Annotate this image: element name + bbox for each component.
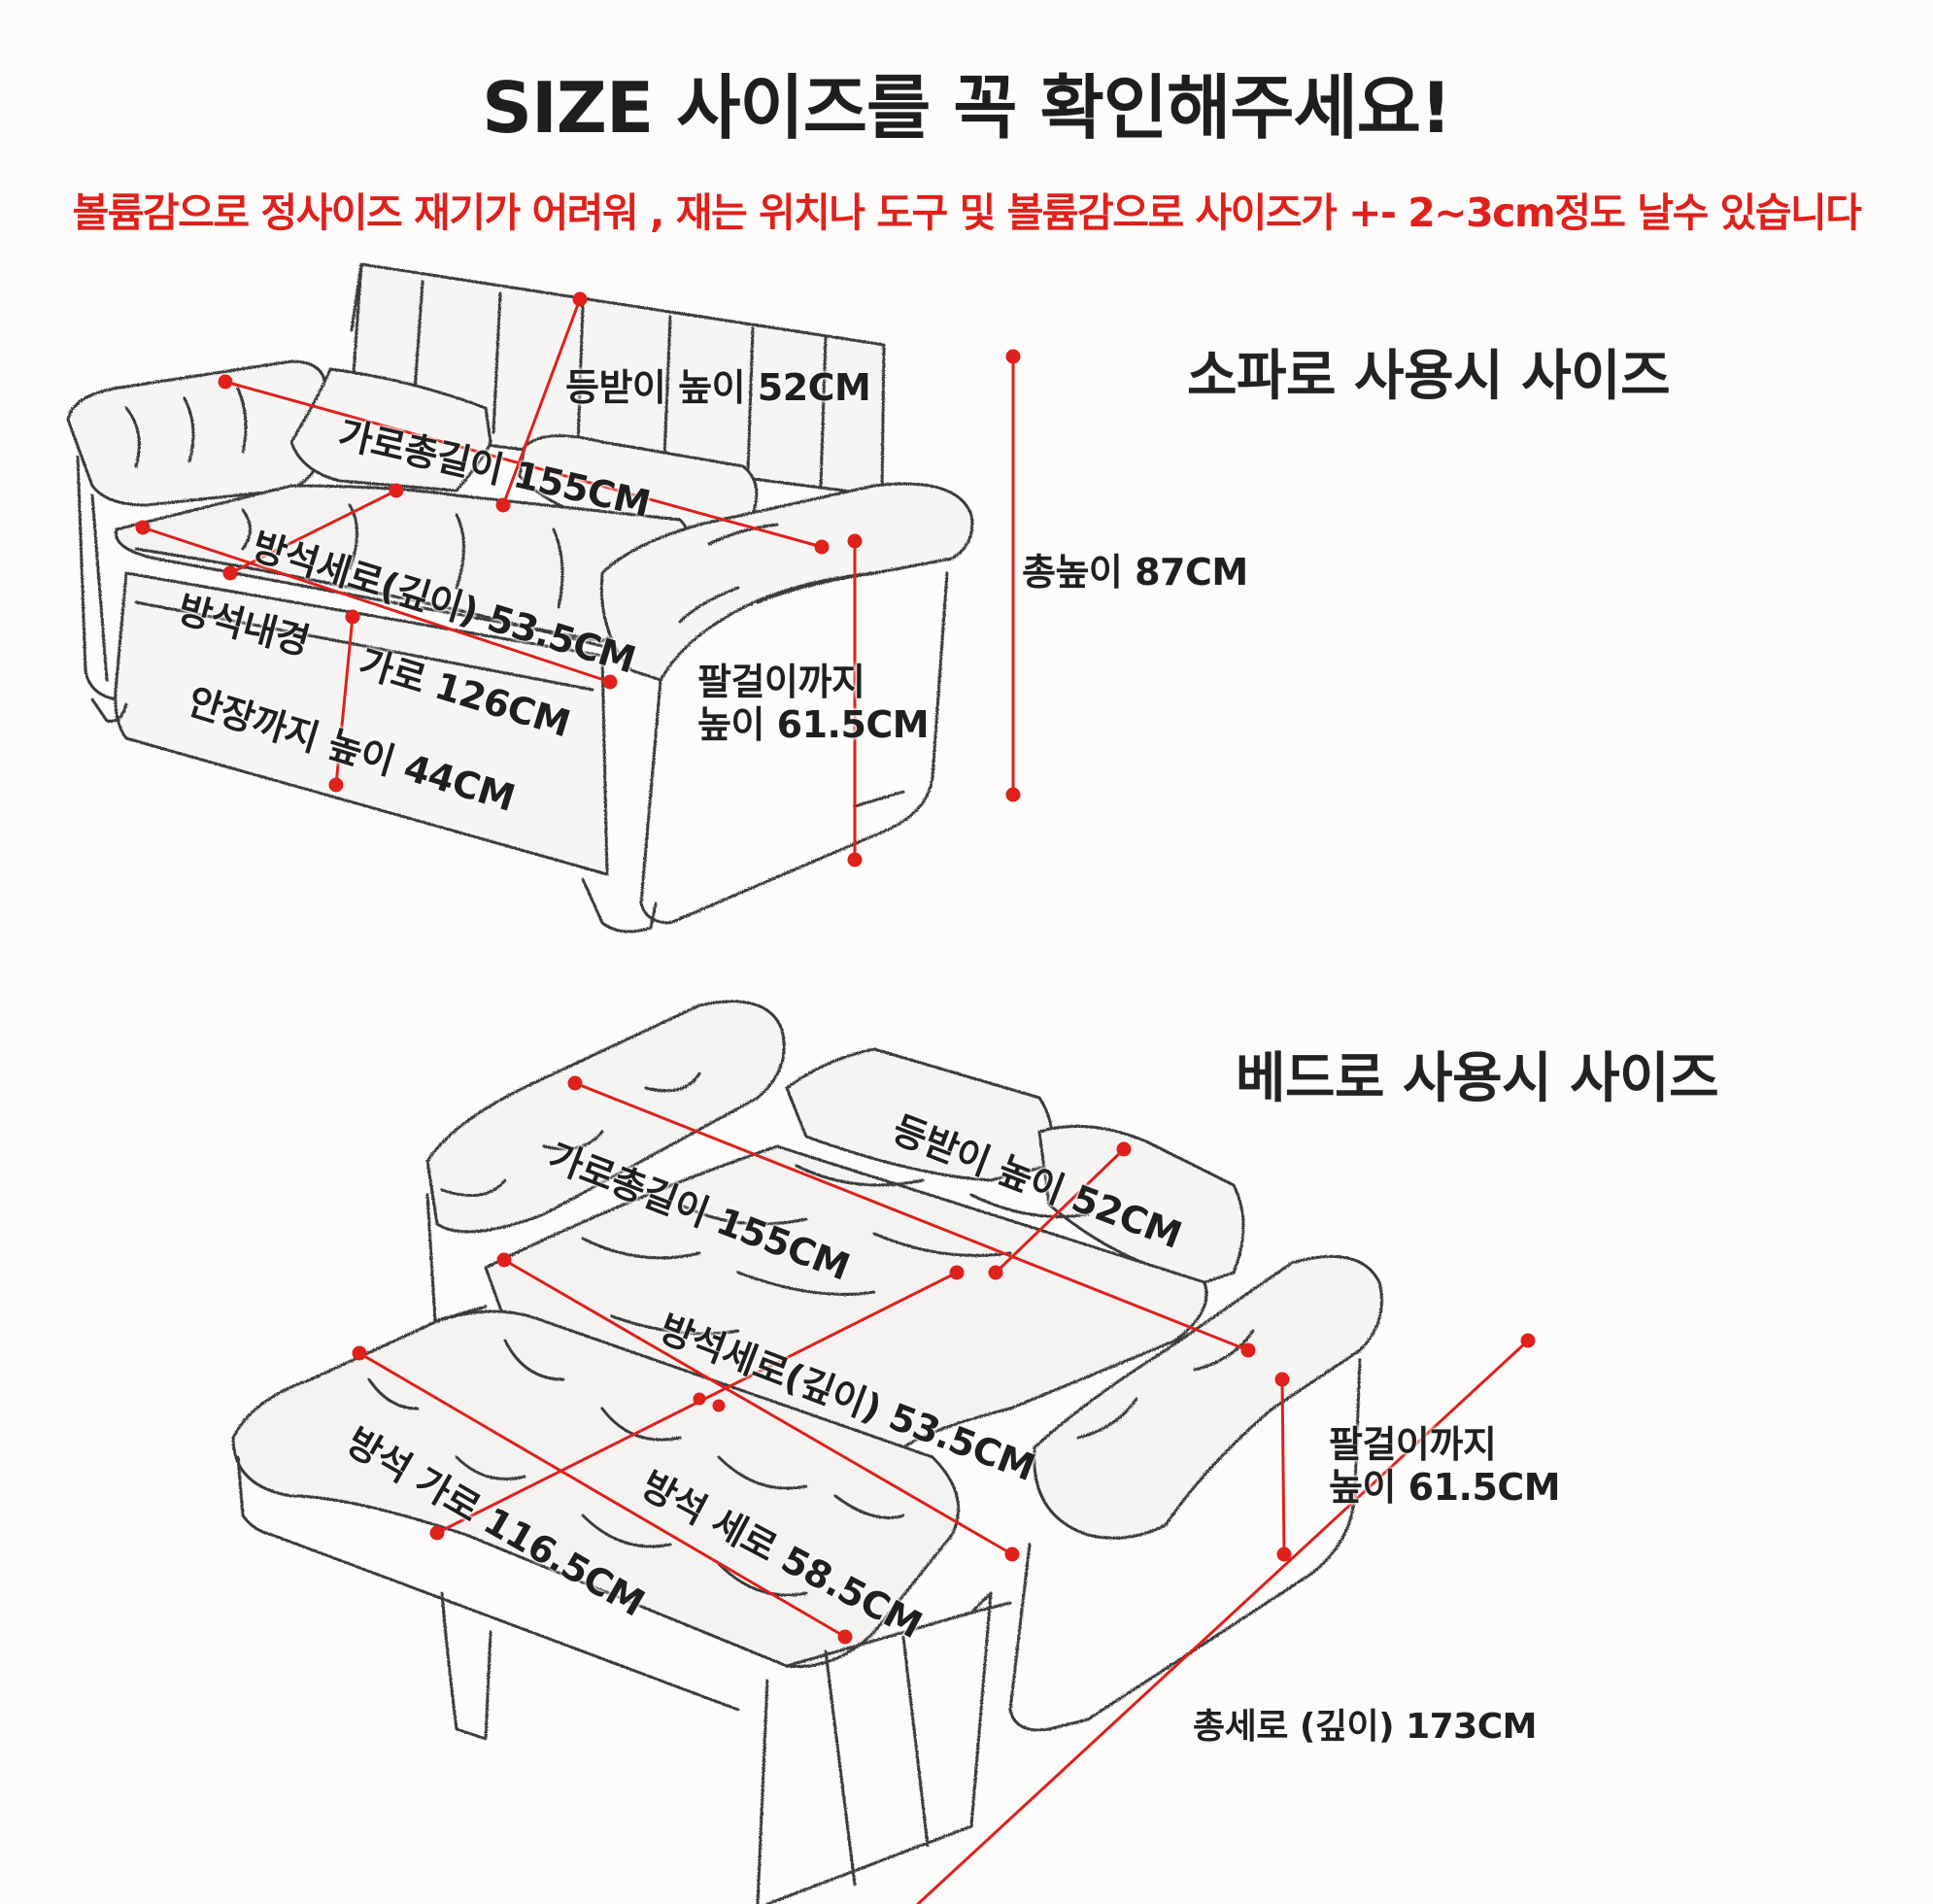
sofa-arm-height-line2: 높이 61.5CM: [697, 703, 930, 746]
sofa-arm-height-line1: 팔걸이까지: [697, 661, 865, 703]
bed-section-title: 베드로 사용시 사이즈: [1236, 1047, 1719, 1110]
bed-arm-height-line2: 높이 61.5CM: [1329, 1466, 1561, 1509]
sofa-back-height-label: 등받이 높이 52CM: [565, 366, 871, 409]
page-title: SIZE 사이즈를 꼭 확인해주세요!: [482, 67, 1452, 149]
bed-arm-height-label: 팔걸이까지 높이 61.5CM: [1329, 1423, 1561, 1509]
size-tolerance-notice: 볼륨감으로 정사이즈 재기가 어려워 , 재는 위치나 도구 및 볼륨감으로 사…: [72, 189, 1862, 236]
sofa-sketch: [66, 262, 974, 934]
measure-lines: [135, 291, 1536, 1904]
sofa-section-title: 소파로 사용시 사이즈: [1187, 345, 1671, 408]
sofa-arm-height-label: 팔걸이까지 높이 61.5CM: [697, 661, 930, 746]
bed-total-depth-label: 총세로 (깊이) 173CM: [1193, 1707, 1537, 1747]
bed-sketch: [231, 1000, 1383, 1904]
bed-arm-height-line1: 팔걸이까지: [1329, 1423, 1497, 1466]
sofa-total-height-label: 총높이 87CM: [1022, 551, 1248, 594]
